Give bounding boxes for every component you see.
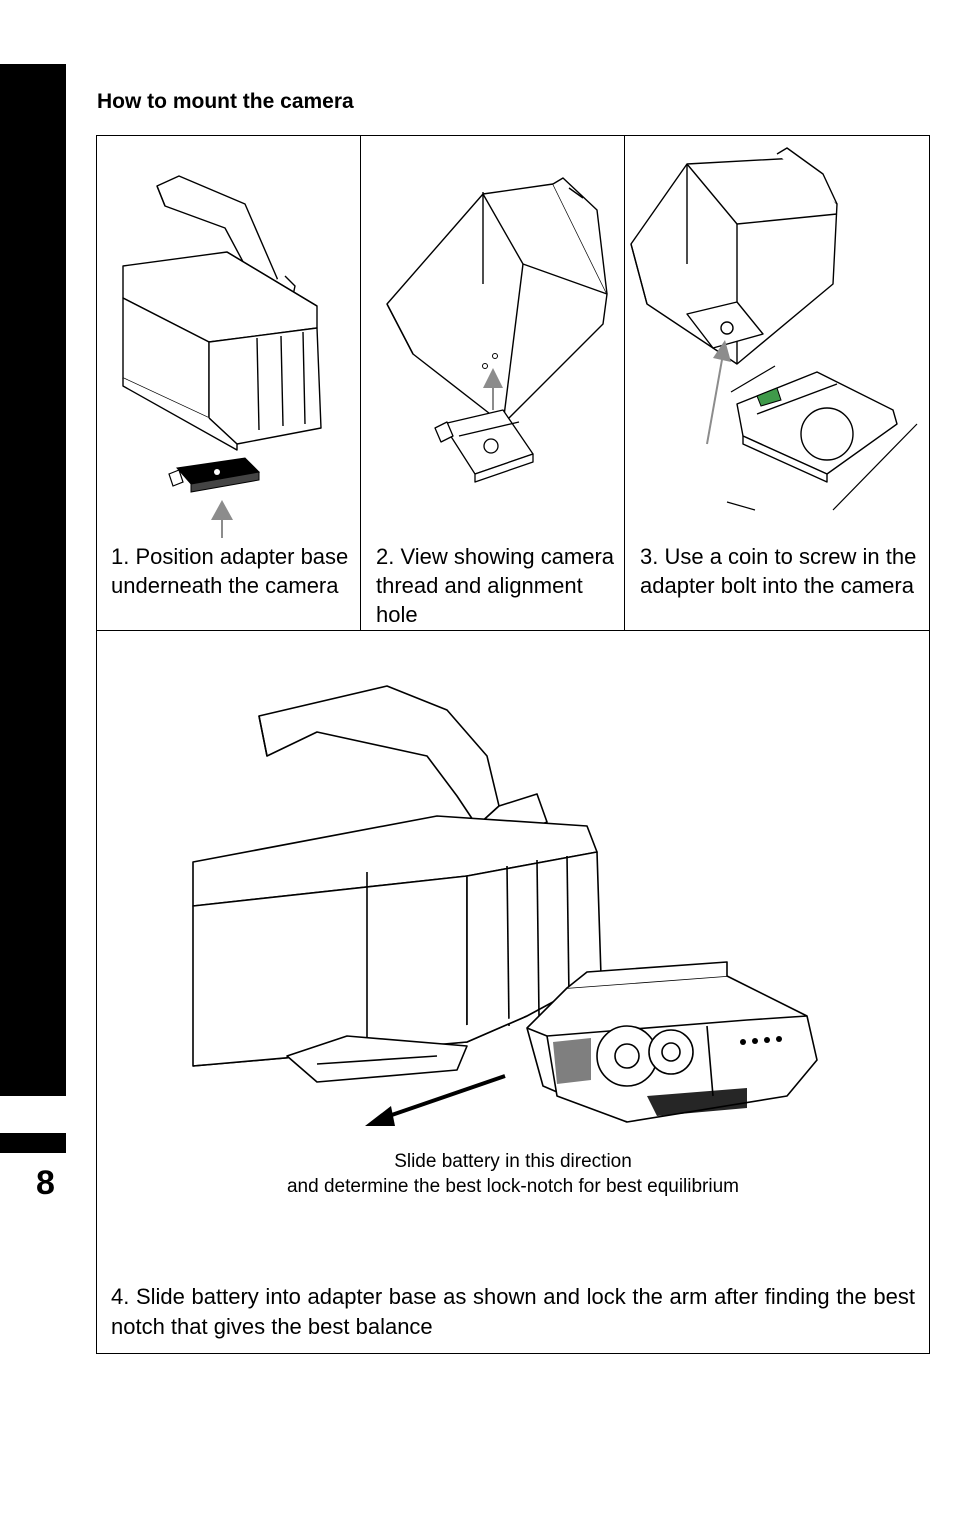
- row-divider: [97, 630, 929, 631]
- step1-illustration: [122, 175, 322, 538]
- column-divider-2: [624, 136, 625, 631]
- step3-caption: 3. Use a coin to screw in the adapter bo…: [640, 544, 917, 598]
- instruction-table: 1. Position adapter base underneath the …: [96, 135, 930, 1354]
- step4-illustration: [192, 685, 818, 1126]
- step4-caption: 4. Slide battery into adapter base as sh…: [111, 1284, 915, 1339]
- step2-illustration: [386, 177, 608, 483]
- step3-illustration: [630, 147, 918, 511]
- page-title: How to mount the camera: [97, 90, 354, 113]
- page-tab-marker: [0, 1133, 66, 1153]
- step1-caption: 1. Position adapter base underneath the …: [111, 544, 349, 598]
- step4-note-line1: Slide battery in this direction: [394, 1151, 632, 1172]
- page-number: 8: [36, 1164, 55, 1202]
- step2-caption: 2. View showing camera thread and alignm…: [376, 544, 615, 627]
- step4-note-line2: and determine the best lock-notch for be…: [286, 1176, 740, 1197]
- column-divider-1: [360, 136, 361, 631]
- chapter-side-bar: [0, 64, 66, 1096]
